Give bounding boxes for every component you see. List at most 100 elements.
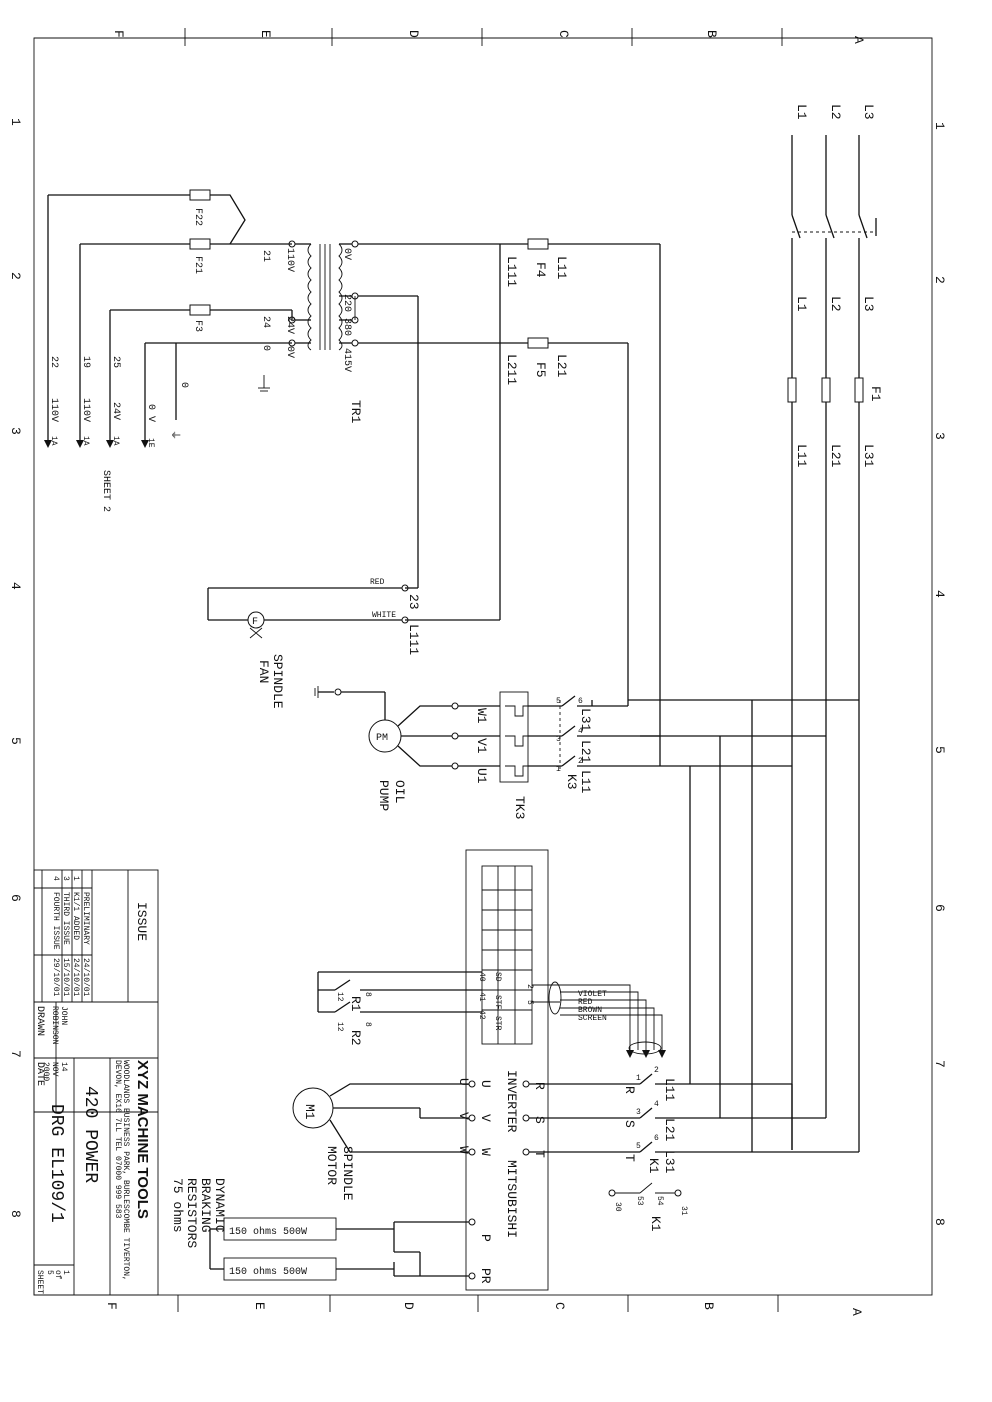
k1-aux-54: 54 — [655, 1196, 664, 1206]
k1-l31: L31 — [662, 1150, 677, 1174]
issue-3-date: 29/10/01 — [51, 958, 60, 997]
pump-u1: U1 — [474, 768, 489, 784]
supply-l3: L3 — [861, 104, 876, 120]
inverter-terminal-block — [481, 865, 533, 1045]
zone-top-c: C — [556, 30, 571, 38]
zone-top-e: E — [258, 30, 273, 38]
tr1-term-0: 0 — [260, 345, 271, 351]
k1-l21: L21 — [662, 1118, 677, 1142]
brake-text-4: 75 ohms — [170, 1178, 185, 1233]
k1-l11: L11 — [662, 1078, 677, 1102]
date-val-3: 2000 — [41, 1062, 50, 1081]
k1-phase-s: S — [622, 1120, 637, 1128]
inv-out-v: V — [456, 1112, 471, 1120]
out-19-volt: 110V — [80, 398, 91, 422]
pump-w1: W1 — [474, 708, 489, 724]
brake-resistor-1-label: 150 ohms 500W — [229, 1226, 307, 1238]
spindle-fan: F RED WHITE 23 L111 SPINDLE FAN — [207, 578, 500, 709]
r2-n12: 12 — [335, 1022, 344, 1032]
inverter-box — [465, 849, 549, 1291]
out-0-volt: 0 V — [145, 404, 156, 422]
right-zone-numbers: 1 2 3 4 5 6 7 8 — [932, 122, 947, 1226]
sheet-total: 5 — [45, 1270, 54, 1275]
out-l21: L21 — [828, 444, 843, 468]
date-label: DATE — [34, 1062, 45, 1086]
fuse-f1-l3 — [854, 377, 864, 403]
issue-2-date: 15/10/01 — [61, 958, 70, 997]
fuse-f4-line: L11 — [554, 256, 569, 280]
out-22-volt: 110V — [48, 398, 59, 422]
k1-n2: 2 — [654, 1066, 659, 1075]
issue-1-date: 24/10/01 — [71, 958, 80, 997]
fuse-f21-label: F21 — [192, 256, 203, 274]
ctl-5: 5 — [525, 1000, 534, 1005]
motor-label-1: SPINDLE — [340, 1146, 355, 1201]
sheet-of: of — [53, 1270, 62, 1280]
zone-right-6: 6 — [932, 904, 947, 912]
issue-1-desc: K1/1 ADDED — [71, 892, 80, 940]
inverter-mitsubishi: SD STF STR 40 41 42 2 5 INVERTER MITSUBI… — [456, 849, 666, 1291]
fuse-f5-label: F5 — [533, 362, 548, 378]
fuse-f1-l2 — [821, 377, 831, 403]
tr1-prim-380: 380 — [341, 318, 352, 336]
ctl-str: STR — [493, 1016, 502, 1031]
out-19-num: 19 — [80, 356, 91, 368]
title-block: ISSUE PRELIMINARY 24/10/01 1 K1/1 ADDED … — [33, 869, 159, 1296]
drawing-title: 420 POWER — [80, 1086, 100, 1183]
pump-motor-label: PM — [376, 733, 388, 744]
issue-1-no: 1 — [71, 876, 80, 881]
fuse-f5-line: L21 — [554, 354, 569, 378]
fan-label-2: FAN — [256, 660, 271, 683]
r2-n8: 8 — [363, 1022, 372, 1027]
inv-term-p: P — [478, 1234, 493, 1242]
zone-right-4: 4 — [932, 590, 947, 598]
fuse-f3 — [189, 304, 211, 316]
issue-0-date: 24/10/01 — [81, 958, 90, 997]
drawn-label: DRAWN — [34, 1006, 45, 1036]
k3-l31: L31 — [578, 708, 593, 732]
zone-right-7: 7 — [932, 1060, 947, 1068]
transformer-tr1: L11 F4 L111 L21 F5 L211 0V 220 380 415V — [44, 189, 661, 700]
out-22-num: 22 — [48, 356, 59, 368]
inv-term-pr: PR — [478, 1268, 493, 1284]
motor-m1-label: M1 — [302, 1104, 317, 1120]
inv-in-s: S — [532, 1116, 547, 1124]
supply-l2: L2 — [828, 104, 843, 120]
issue-0-desc: PRELIMINARY — [81, 892, 90, 945]
k1-aux-31: 31 — [679, 1206, 688, 1216]
supply-isolator: L1 L2 L3 L1 L2 L3 F1 L11 L21 L31 — [787, 104, 883, 1150]
tr1-sec-0v: 0V — [284, 346, 295, 358]
k1-n6: 6 — [654, 1134, 659, 1143]
brake-text-2: BRAKING — [198, 1178, 213, 1233]
fuse-f4-out: L111 — [504, 256, 519, 287]
issue-3-desc: FOURTH ISSUE — [51, 892, 60, 950]
supply-l1: L1 — [794, 104, 809, 120]
fused-l3: L3 — [861, 296, 876, 312]
k1-phase-r: R — [622, 1086, 637, 1094]
issue-label: ISSUE — [134, 902, 149, 941]
zone-right-5: 5 — [932, 746, 947, 754]
zone-left-8: 8 — [8, 1210, 23, 1218]
brake-text-1: DYNAMIC — [212, 1178, 227, 1233]
fused-l1: L1 — [794, 296, 809, 312]
drawing-number: DRG EL109/1 — [46, 1104, 66, 1223]
date-val-2: NOV — [50, 1062, 59, 1077]
k1-label: K1 — [646, 1158, 661, 1174]
fuse-f22 — [189, 189, 211, 201]
wire-violet: VIOLET — [578, 990, 607, 999]
tk3-label: TK3 — [512, 796, 527, 819]
ctl-42: 42 — [477, 1010, 486, 1020]
k3-l11: L11 — [578, 770, 593, 794]
out-l31: L31 — [861, 444, 876, 468]
bottom-zone-letters: F E D C B A — [104, 1302, 864, 1316]
brake-resistor-2-label: 150 ohms 500W — [229, 1266, 307, 1278]
zone-bottom-f: F — [104, 1302, 119, 1310]
k3-n6: 6 — [578, 697, 583, 706]
drawn-name-2: ROBINSON — [50, 1006, 59, 1045]
issue-2-desc: THIRD ISSUE — [61, 892, 70, 945]
fan-white: WHITE — [372, 611, 396, 620]
k3-n5: 5 — [556, 697, 561, 706]
k3-n3: 3 — [556, 735, 561, 744]
k1-aux-30: 30 — [613, 1202, 622, 1212]
ctl-stf: STF — [493, 995, 502, 1010]
